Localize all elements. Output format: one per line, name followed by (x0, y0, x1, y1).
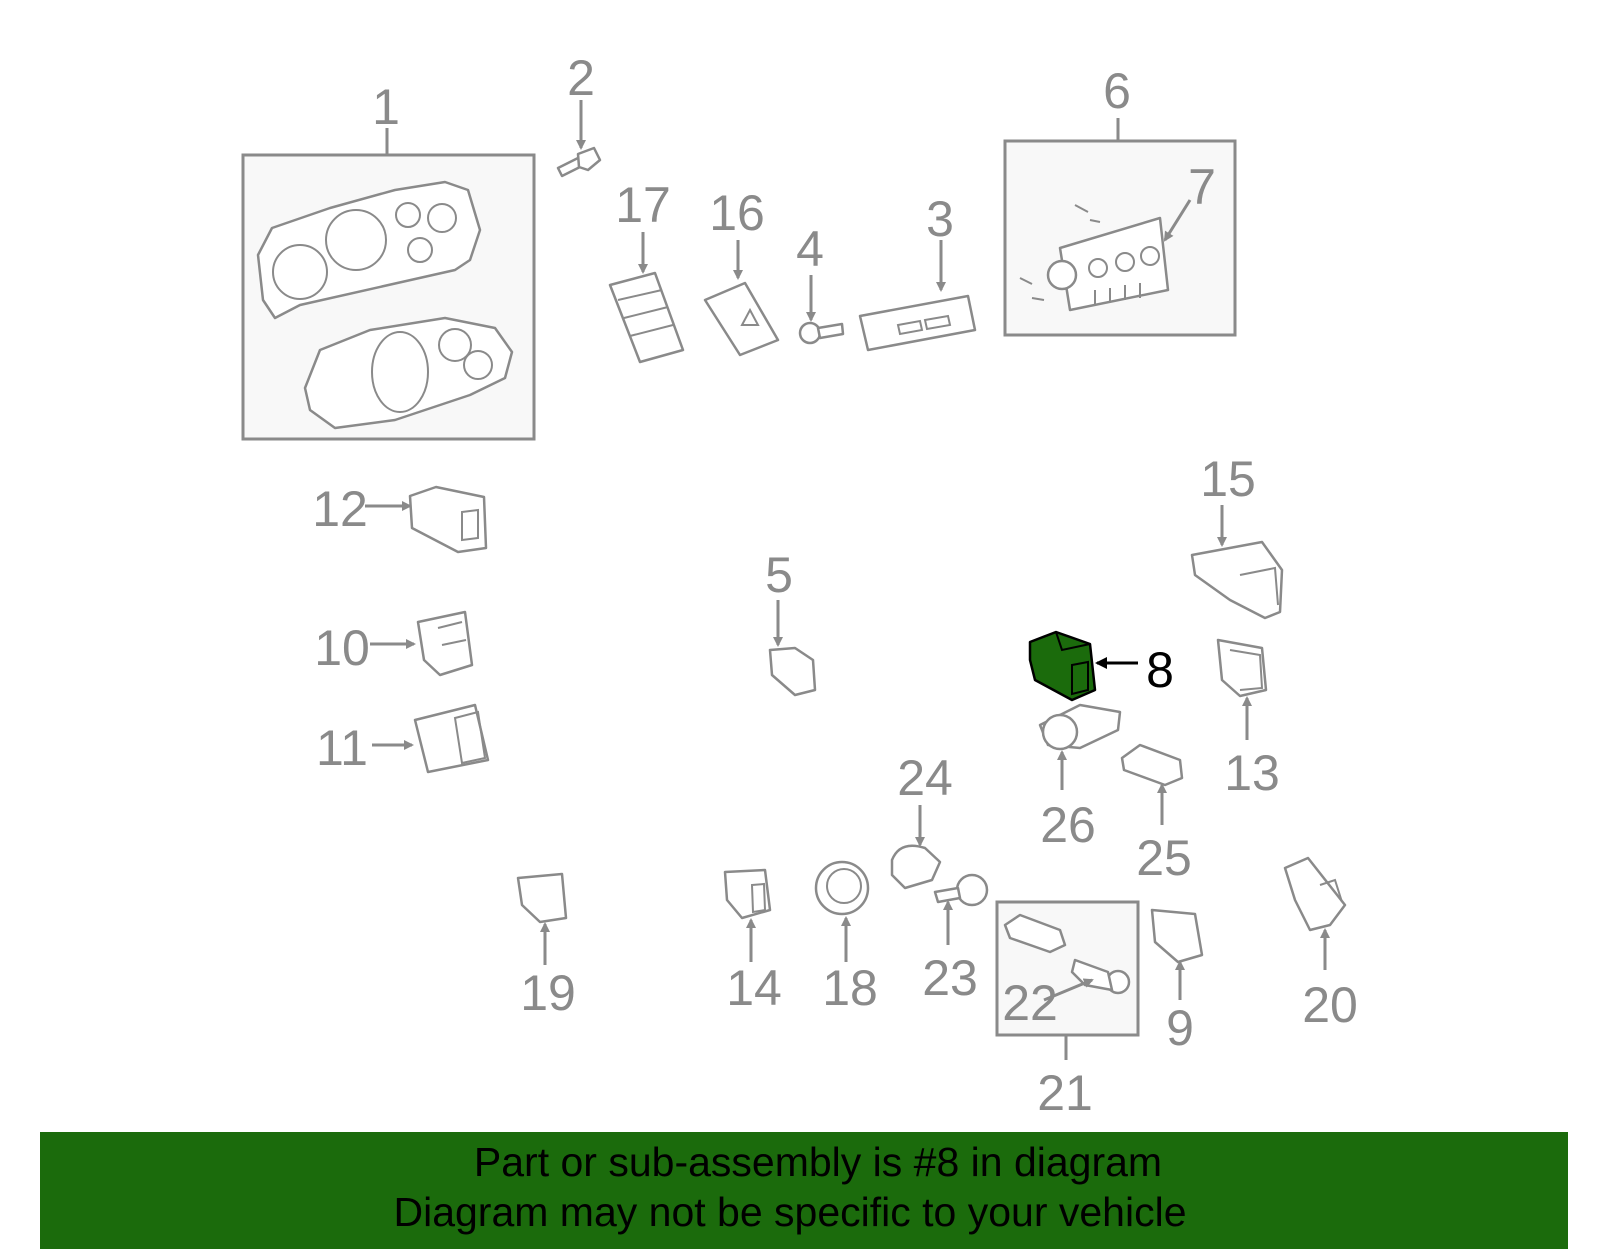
part-24-socket[interactable] (890, 805, 942, 890)
callout-15: 15 (1200, 451, 1256, 507)
part-16-hazard-switch[interactable] (703, 240, 780, 357)
callout-3: 3 (926, 191, 954, 247)
part-11-switch[interactable] (372, 703, 490, 774)
callout-22: 22 (1002, 975, 1058, 1031)
callout-16: 16 (709, 185, 765, 241)
callout-5: 5 (765, 547, 793, 603)
banner-line-disclaimer: Diagram may not be specific to your vehi… (393, 1189, 1187, 1235)
part-2-bolt[interactable] (556, 100, 602, 178)
part-10-switch[interactable] (370, 610, 474, 677)
callout-10: 10 (314, 620, 370, 676)
callout-2: 2 (567, 50, 595, 106)
callout-13: 13 (1224, 745, 1280, 801)
callout-21: 21 (1037, 1065, 1093, 1121)
part-17-switch-panel[interactable] (608, 232, 685, 364)
part-21-lighter-assembly[interactable] (995, 900, 1140, 1060)
part-22-lighter-element[interactable] (1043, 978, 1094, 1002)
info-banner: Part or sub-assembly is #8 in diagram Di… (40, 1132, 1568, 1249)
part-26-ring[interactable] (1038, 703, 1122, 790)
part-1-instrument-cluster[interactable] (241, 128, 536, 441)
callout-25: 25 (1136, 830, 1192, 886)
part-4-screw[interactable] (798, 275, 845, 345)
callout-6: 6 (1103, 63, 1131, 119)
callout-23: 23 (922, 950, 978, 1006)
part-9-switch[interactable] (1150, 908, 1204, 1000)
part-5-bracket[interactable] (768, 600, 817, 697)
callout-11: 11 (316, 720, 368, 776)
callout-1: 1 (372, 79, 400, 135)
callout-4: 4 (796, 221, 824, 277)
callout-7: 7 (1188, 159, 1216, 215)
part-15-switch-module[interactable] (1190, 505, 1284, 620)
callout-18: 18 (822, 960, 878, 1016)
callout-19: 19 (520, 965, 576, 1021)
callout-9: 9 (1166, 1000, 1194, 1056)
part-13-switch[interactable] (1216, 638, 1268, 740)
part-19-switch[interactable] (516, 872, 568, 965)
part-7-control-knob-set[interactable] (1163, 199, 1192, 242)
part-14-switch[interactable] (723, 868, 772, 962)
callout-8-highlighted: 8 (1146, 642, 1174, 698)
part-12-switch[interactable] (365, 485, 488, 554)
callout-14: 14 (726, 960, 782, 1016)
part-3-switch-strip[interactable] (858, 240, 977, 352)
callout-12: 12 (312, 481, 368, 537)
part-25-bracket[interactable] (1120, 743, 1184, 825)
callout-17: 17 (615, 177, 671, 233)
part-18-knob[interactable] (814, 860, 870, 962)
part-8-highlighted-switch[interactable] (1028, 630, 1138, 702)
callout-26: 26 (1040, 797, 1096, 853)
part-23-knob[interactable] (933, 873, 989, 945)
callout-24: 24 (897, 750, 953, 806)
callout-20: 20 (1302, 977, 1358, 1033)
part-20-socket[interactable] (1283, 856, 1347, 970)
banner-line-part-number: Part or sub-assembly is #8 in diagram (473, 1139, 1163, 1185)
part-6-climate-control-assembly[interactable] (1003, 118, 1237, 337)
